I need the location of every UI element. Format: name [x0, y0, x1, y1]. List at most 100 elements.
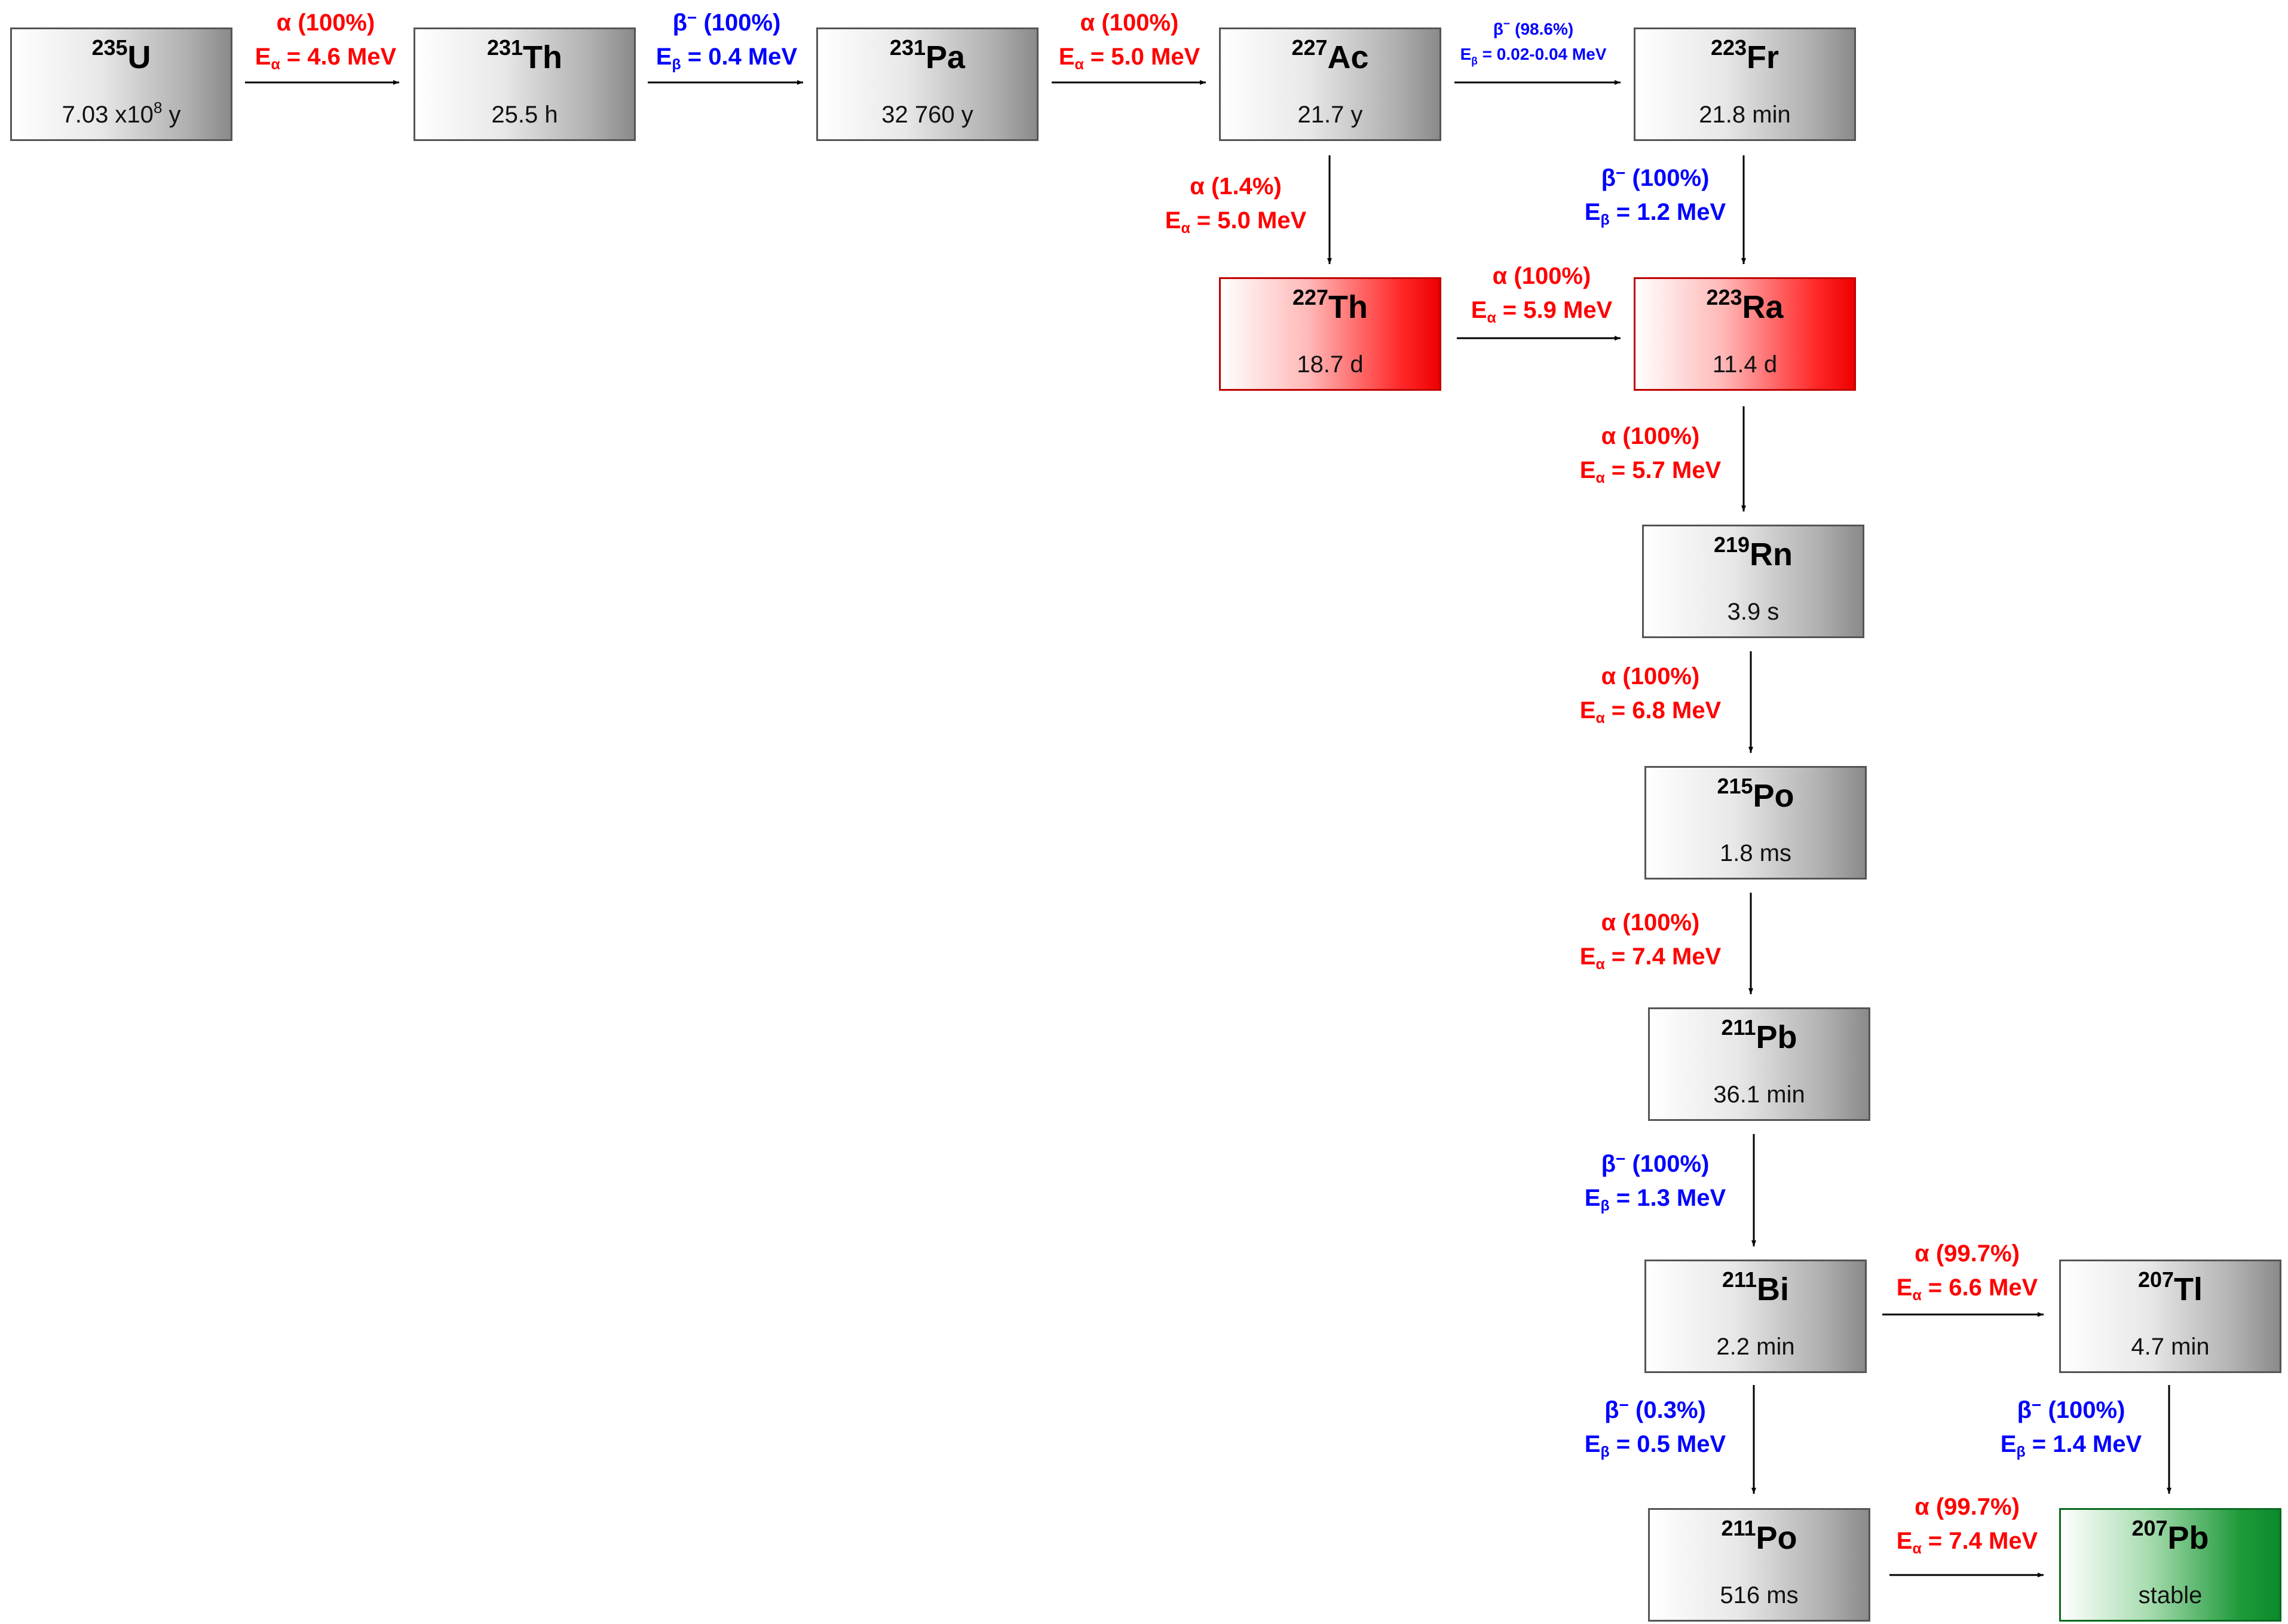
mass-number: 219	[1713, 532, 1750, 557]
decay-energy-line: Eα = 5.0 MeV	[1028, 40, 1231, 74]
decay-label-ra223-rn219: α (100%)Eα = 5.7 MeV	[1561, 419, 1740, 488]
half-life: 25.5 h	[415, 101, 634, 128]
decay-energy-line: Eβ = 1.3 MeV	[1566, 1181, 1745, 1215]
half-life: 4.7 min	[2061, 1333, 2280, 1361]
energy-value: = 0.4 MeV	[681, 44, 798, 70]
energy-subscript: α	[1595, 470, 1605, 486]
half-life-value: stable	[2138, 1582, 2203, 1608]
decay-energy-line: Eβ = 0.4 MeV	[625, 40, 828, 74]
decay-mode-line: α (100%)	[1561, 906, 1740, 940]
nuclide-box-tl207: 207Tl 4.7 min	[2059, 1260, 2281, 1373]
alpha-symbol: α	[276, 10, 292, 36]
decay-energy-line: Eα = 4.6 MeV	[224, 40, 427, 74]
charge-superscript: −	[1615, 1150, 1626, 1168]
half-life: 516 ms	[1650, 1582, 1869, 1609]
decay-energy-line: Eβ = 0.5 MeV	[1566, 1427, 1745, 1461]
energy-value: = 6.6 MeV	[1921, 1274, 2038, 1301]
energy-symbol: E	[1058, 44, 1075, 70]
decay-energy-line: Eα = 6.6 MeV	[1866, 1271, 2069, 1305]
mass-number: 207	[2137, 1267, 2174, 1292]
energy-subscript: α	[271, 57, 280, 73]
nuclide-label: 211Pb	[1650, 1017, 1869, 1056]
alpha-symbol: α	[1492, 263, 1508, 289]
charge-superscript: −	[687, 8, 697, 27]
energy-value: = 1.3 MeV	[1609, 1185, 1726, 1211]
energy-value: = 7.4 MeV	[1921, 1528, 2038, 1554]
branching-ratio: (100%)	[1514, 263, 1591, 289]
energy-value: = 0.5 MeV	[1609, 1431, 1726, 1457]
energy-subscript: β	[1600, 1198, 1610, 1214]
half-life-value: 1.8 ms	[1719, 840, 1792, 866]
decay-label-bi211-tl207: α (99.7%)Eα = 6.6 MeV	[1866, 1237, 2069, 1305]
decay-mode-line: α (100%)	[1561, 419, 1740, 454]
mass-number: 211	[1721, 1015, 1756, 1040]
charge-superscript: −	[1619, 1396, 1629, 1414]
branching-ratio: (100%)	[1622, 663, 1700, 690]
element-symbol: Po	[1756, 1520, 1797, 1556]
nuclide-label: 211Bi	[1646, 1269, 1865, 1308]
energy-subscript: α	[1595, 957, 1605, 973]
decay-mode-line: β− (0.3%)	[1566, 1393, 1745, 1427]
element-symbol: Po	[1753, 778, 1794, 814]
energy-value: = 4.6 MeV	[280, 44, 397, 70]
element-symbol: Rn	[1750, 537, 1793, 572]
energy-subscript: β	[1600, 1444, 1610, 1460]
nuclide-box-bi211: 211Bi 2.2 min	[1644, 1260, 1867, 1373]
nuclide-label: 207Tl	[2061, 1269, 2280, 1308]
mass-number: 211	[1722, 1267, 1757, 1292]
energy-symbol: E	[656, 44, 672, 70]
energy-symbol: E	[1471, 297, 1487, 323]
energy-subscript: α	[1181, 220, 1190, 237]
energy-value: = 1.4 MeV	[2025, 1431, 2142, 1457]
decay-label-po211-pb207: α (99.7%)Eα = 7.4 MeV	[1866, 1490, 2069, 1558]
energy-subscript: α	[1074, 57, 1084, 73]
beta-symbol: β	[1493, 20, 1503, 38]
mass-number: 207	[2131, 1516, 2168, 1540]
branching-ratio: (100%)	[298, 10, 375, 36]
energy-value: = 5.9 MeV	[1496, 297, 1613, 323]
half-life: 3.9 s	[1644, 598, 1863, 626]
half-life: 2.2 min	[1646, 1333, 1865, 1361]
mass-number: 231	[486, 35, 523, 60]
branching-ratio: (100%)	[703, 10, 781, 36]
energy-value: = 0.02-0.04 MeV	[1477, 45, 1607, 63]
decay-label-ac227-fr223: β− (98.6%)Eβ = 0.02-0.04 MeV	[1432, 17, 1635, 67]
decay-energy-line: Eα = 5.7 MeV	[1561, 454, 1740, 488]
alpha-symbol: α	[1915, 1240, 1929, 1267]
nuclide-box-rn219: 219Rn 3.9 s	[1642, 525, 1864, 638]
decay-label-pa231-ac227: α (100%)Eα = 5.0 MeV	[1028, 6, 1231, 74]
beta-symbol: β	[2017, 1397, 2032, 1423]
decay-label-po215-pb211: α (100%)Eα = 7.4 MeV	[1561, 906, 1740, 974]
decay-energy-line: Eβ = 1.2 MeV	[1566, 195, 1745, 229]
half-life-value: 11.4 d	[1712, 351, 1778, 378]
decay-label-pb211-bi211: β− (100%)Eβ = 1.3 MeV	[1566, 1147, 1745, 1215]
decay-label-th231-pa231: β− (100%) Eβ = 0.4 MeV	[625, 6, 828, 74]
mass-number: 223	[1706, 285, 1742, 310]
energy-symbol: E	[1896, 1528, 1913, 1554]
decay-label-tl207-pb207: β− (100%)Eβ = 1.4 MeV	[1981, 1393, 2161, 1461]
decay-energy-line: Eα = 7.4 MeV	[1866, 1524, 2069, 1558]
decay-label-bi211-po211: β− (0.3%)Eβ = 0.5 MeV	[1566, 1393, 1745, 1461]
alpha-symbol: α	[1601, 663, 1616, 690]
nuclide-label: 227Ac	[1221, 37, 1439, 76]
branching-ratio: (100%)	[2048, 1397, 2125, 1423]
beta-symbol: β	[672, 10, 687, 36]
half-life-value: 36.1 min	[1713, 1081, 1805, 1108]
half-life: 21.7 y	[1221, 101, 1439, 128]
beta-symbol: β	[1601, 165, 1616, 191]
energy-value: = 5.0 MeV	[1190, 207, 1307, 234]
energy-symbol: E	[2000, 1431, 2017, 1457]
half-life-value: 21.7 y	[1297, 102, 1363, 128]
decay-mode-line: β− (100%)	[1566, 1147, 1745, 1181]
branching-ratio: (1.4%)	[1211, 173, 1282, 200]
decay-energy-line: Eα = 6.8 MeV	[1561, 694, 1740, 728]
mass-number: 227	[1291, 35, 1328, 60]
decay-mode-line: α (1.4%)	[1146, 170, 1325, 204]
branching-ratio: (99.7%)	[1935, 1494, 2020, 1520]
beta-symbol: β	[1604, 1397, 1619, 1423]
decay-energy-line: Eα = 5.0 MeV	[1146, 204, 1325, 238]
